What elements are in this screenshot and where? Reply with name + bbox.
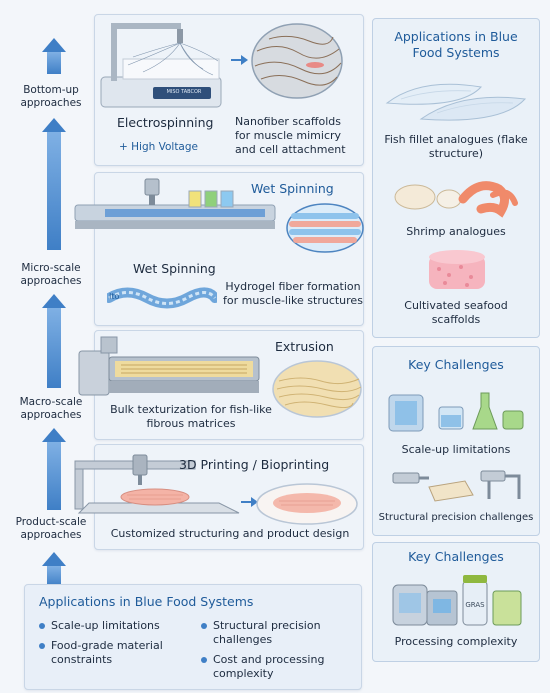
- arrow-right-icon: [241, 501, 253, 503]
- arrow-up-icon: [42, 428, 66, 442]
- arrow-right-head: [241, 55, 248, 65]
- stage-label-product-scale: Product-scale approaches: [15, 516, 87, 541]
- precision-tools-illustration: [392, 470, 521, 502]
- challenges-1-title: Key Challenges: [408, 357, 504, 372]
- fiber-strand-label: Ito: [109, 292, 120, 301]
- arrow-right-head: [251, 497, 258, 507]
- wet-spinning-caption: Hydrogel fiber formation for muscle-like…: [223, 280, 363, 307]
- gras-jar-label: GRAS: [465, 601, 485, 609]
- shrimp-illustration: [394, 181, 518, 218]
- bottom-item-structural-precision: Structural precision challenges: [201, 619, 353, 647]
- high-voltage-label: + High Voltage: [119, 141, 198, 153]
- extrusion-caption: Bulk texturization for fish-like fibrous…: [110, 403, 272, 430]
- printing-caption: Customized structuring and product desig…: [110, 527, 350, 540]
- arrow-shaft: [47, 52, 61, 74]
- bullet-icon: [39, 643, 45, 649]
- applications-bottom-panel: Applications in Blue Food Systems Scale-…: [24, 584, 362, 690]
- wet-spinning-panel: Wet Spinning Wet Spinning Ito Hydrogel f…: [74, 172, 364, 326]
- challenge-item-structural-precision: Structural precision challenges: [378, 512, 534, 523]
- stage-label-micro-scale: Micro-scale approaches: [20, 262, 82, 287]
- wet-spinning-title: Wet Spinning: [133, 261, 216, 276]
- arrow-up-icon: [42, 38, 66, 52]
- fibrous-matrix-illustration: [272, 360, 362, 418]
- bottom-item-text: Scale-up limitations: [51, 619, 160, 632]
- hydrogel-fiber-bundle-illustration: [286, 203, 364, 253]
- arrow-up-icon: [42, 552, 66, 566]
- arrow-up-icon: [42, 294, 66, 308]
- wet-spinning-device-illustration: [74, 178, 276, 229]
- challenge-item-processing-complexity: Processing complexity: [394, 635, 518, 648]
- fish-fillet-illustration: [385, 83, 527, 121]
- arrow-shaft: [47, 566, 61, 586]
- arrow-up-icon: [42, 118, 66, 132]
- electrospinning-device-illustration: [100, 23, 222, 108]
- applications-right-title: Applications in Blue Food Systems: [394, 29, 518, 60]
- arrow-shaft: [47, 442, 61, 510]
- bullet-icon: [39, 623, 45, 629]
- fiber-strand-illustration: [107, 287, 217, 309]
- stage-label-macro-scale: Macro-scale approaches: [19, 396, 83, 421]
- bullet-icon: [201, 623, 207, 629]
- bottom-item-text: Structural precision challenges: [213, 619, 321, 646]
- extrusion-title: Extrusion: [275, 339, 334, 354]
- arrow-right-icon: [231, 59, 243, 61]
- bottom-item-cost-processing: Cost and processing complexity: [201, 653, 353, 681]
- app-item-shrimp: Shrimp analogues: [406, 225, 506, 238]
- bottom-item-text: Cost and processing complexity: [213, 653, 325, 680]
- bottom-item-text: Food-grade material constraints: [51, 639, 163, 666]
- applications-bottom-title: Applications in Blue Food Systems: [39, 594, 254, 609]
- extrusion-panel: Extrusion Bulk texturization for fish-li…: [78, 330, 364, 440]
- bullet-icon: [201, 657, 207, 663]
- challenge-item-scale-up: Scale-up limitations: [401, 443, 511, 456]
- nanofiber-scaffold-illustration: [251, 23, 343, 99]
- applications-right-panel: Applications in Blue Food Systems Fish f…: [372, 18, 540, 338]
- electrospinning-caption: Nanofiber scaffolds for muscle mimicry a…: [235, 115, 346, 156]
- cultivated-scaffold-illustration: [429, 250, 485, 289]
- printing-panel: 3D Printing / Bioprinting Customized str…: [74, 444, 364, 550]
- bioprinter-illustration: [74, 454, 240, 514]
- device-display-text: MISO TABCOR: [166, 89, 202, 95]
- bottom-item-scale-up: Scale-up limitations: [39, 619, 201, 633]
- electrospinning-panel: MISO TABCOR Electrospinning + High Volta…: [94, 14, 364, 166]
- arrow-shaft: [47, 308, 61, 388]
- challenges-panel-1: Key Challenges Scale-up limitations Stru…: [372, 346, 540, 536]
- stage-label-bottom-up: Bottom-up approaches: [20, 84, 82, 109]
- extruder-illustration: [78, 336, 260, 396]
- electrospinning-title: Electrospinning: [117, 115, 214, 130]
- lab-equipment-illustration: [388, 392, 524, 432]
- printing-title: 3D Printing / Bioprinting: [179, 457, 330, 472]
- printed-fillet-illustration: [256, 483, 358, 525]
- wet-spinning-top-title: Wet Spinning: [251, 181, 334, 196]
- scale-arrow-column: Bottom-up approaches Micro-scale approac…: [0, 0, 100, 600]
- app-item-cultivated-scaffolds: Cultivated seafood scaffolds: [404, 299, 508, 326]
- processing-equipment-illustration: [392, 575, 522, 626]
- app-item-fish-fillet: Fish fillet analogues (flake structure): [384, 133, 528, 160]
- challenges-2-title: Key Challenges: [408, 549, 504, 564]
- arrow-shaft: [47, 132, 61, 250]
- bottom-item-food-grade: Food-grade material constraints: [39, 639, 191, 667]
- challenges-panel-2: Key Challenges GRAS Processing complexit…: [372, 542, 540, 662]
